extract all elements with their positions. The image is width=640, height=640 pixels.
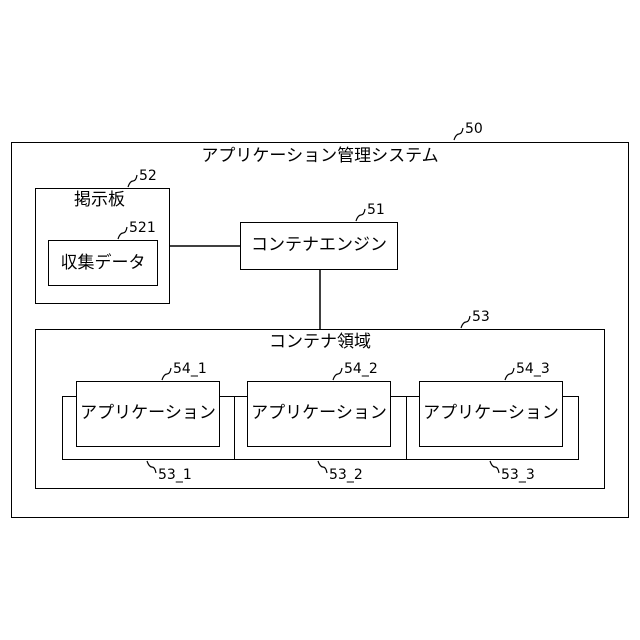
ref-54-3: 54_3 [516,362,550,376]
leader-53-2 [318,461,327,473]
ref-54-2: 54_2 [344,362,378,376]
ref-521: 521 [129,221,156,235]
ref-50: 50 [465,122,483,136]
ref-51: 51 [367,203,385,217]
leader-53-3 [490,461,499,473]
ref-53-2: 53_2 [329,468,363,482]
ref-53-3: 53_3 [501,468,535,482]
leader-52 [128,175,137,187]
leader-53 [461,316,470,328]
leader-54-3 [505,368,514,380]
leader-50 [454,128,463,140]
leader-54-1 [162,368,171,380]
ref-53: 53 [472,310,490,324]
ref-53-1: 53_1 [158,468,192,482]
leader-54-2 [333,368,342,380]
leader-521 [118,227,127,239]
ref-52: 52 [139,169,157,183]
ref-54-1: 54_1 [173,362,207,376]
leader-53-1 [147,461,156,473]
leader-51 [356,209,365,221]
